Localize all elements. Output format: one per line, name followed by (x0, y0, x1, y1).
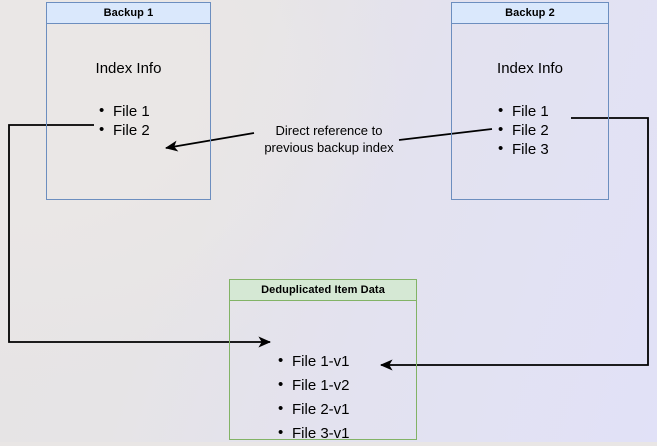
node-deduplicated-item-data-body: File 1-v1 File 1-v2 File 2-v1 File 3-v1 (230, 301, 416, 445)
node-deduplicated-item-data-list: File 1-v1 File 1-v2 File 2-v1 File 3-v1 (278, 349, 350, 446)
list-item: File 1 (498, 101, 549, 121)
list-item: File 2-v1 (278, 397, 350, 422)
edge-label-direct-reference: Direct reference to previous backup inde… (264, 123, 394, 155)
list-item: File 3 (498, 139, 549, 159)
node-backup-2[interactable]: Backup 2 Index Info File 1 File 2 File 3 (451, 2, 609, 200)
node-backup-2-file-list: File 1 File 2 File 3 (498, 101, 549, 159)
list-item: File 2 (99, 120, 150, 140)
node-backup-2-body: Index Info File 1 File 2 File 3 (452, 24, 608, 199)
node-backup-1-body: Index Info File 1 File 2 (47, 24, 210, 199)
list-item: File 1-v2 (278, 373, 350, 398)
list-item: File 2 (498, 120, 549, 140)
node-backup-2-header: Backup 2 (452, 3, 608, 24)
node-deduplicated-item-data-header: Deduplicated Item Data (230, 280, 416, 301)
node-backup-1[interactable]: Backup 1 Index Info File 1 File 2 (46, 2, 211, 200)
list-item: File 3-v1 (278, 421, 350, 446)
node-backup-1-file-list: File 1 File 2 (99, 101, 150, 140)
list-item: File 1 (99, 101, 150, 121)
node-backup-1-index-label: Index Info (95, 60, 162, 77)
node-backup-2-index-label: Index Info (497, 60, 563, 77)
node-backup-1-header: Backup 1 (47, 3, 210, 24)
list-item: File 1-v1 (278, 349, 350, 374)
node-deduplicated-item-data[interactable]: Deduplicated Item Data File 1-v1 File 1-… (229, 279, 417, 445)
